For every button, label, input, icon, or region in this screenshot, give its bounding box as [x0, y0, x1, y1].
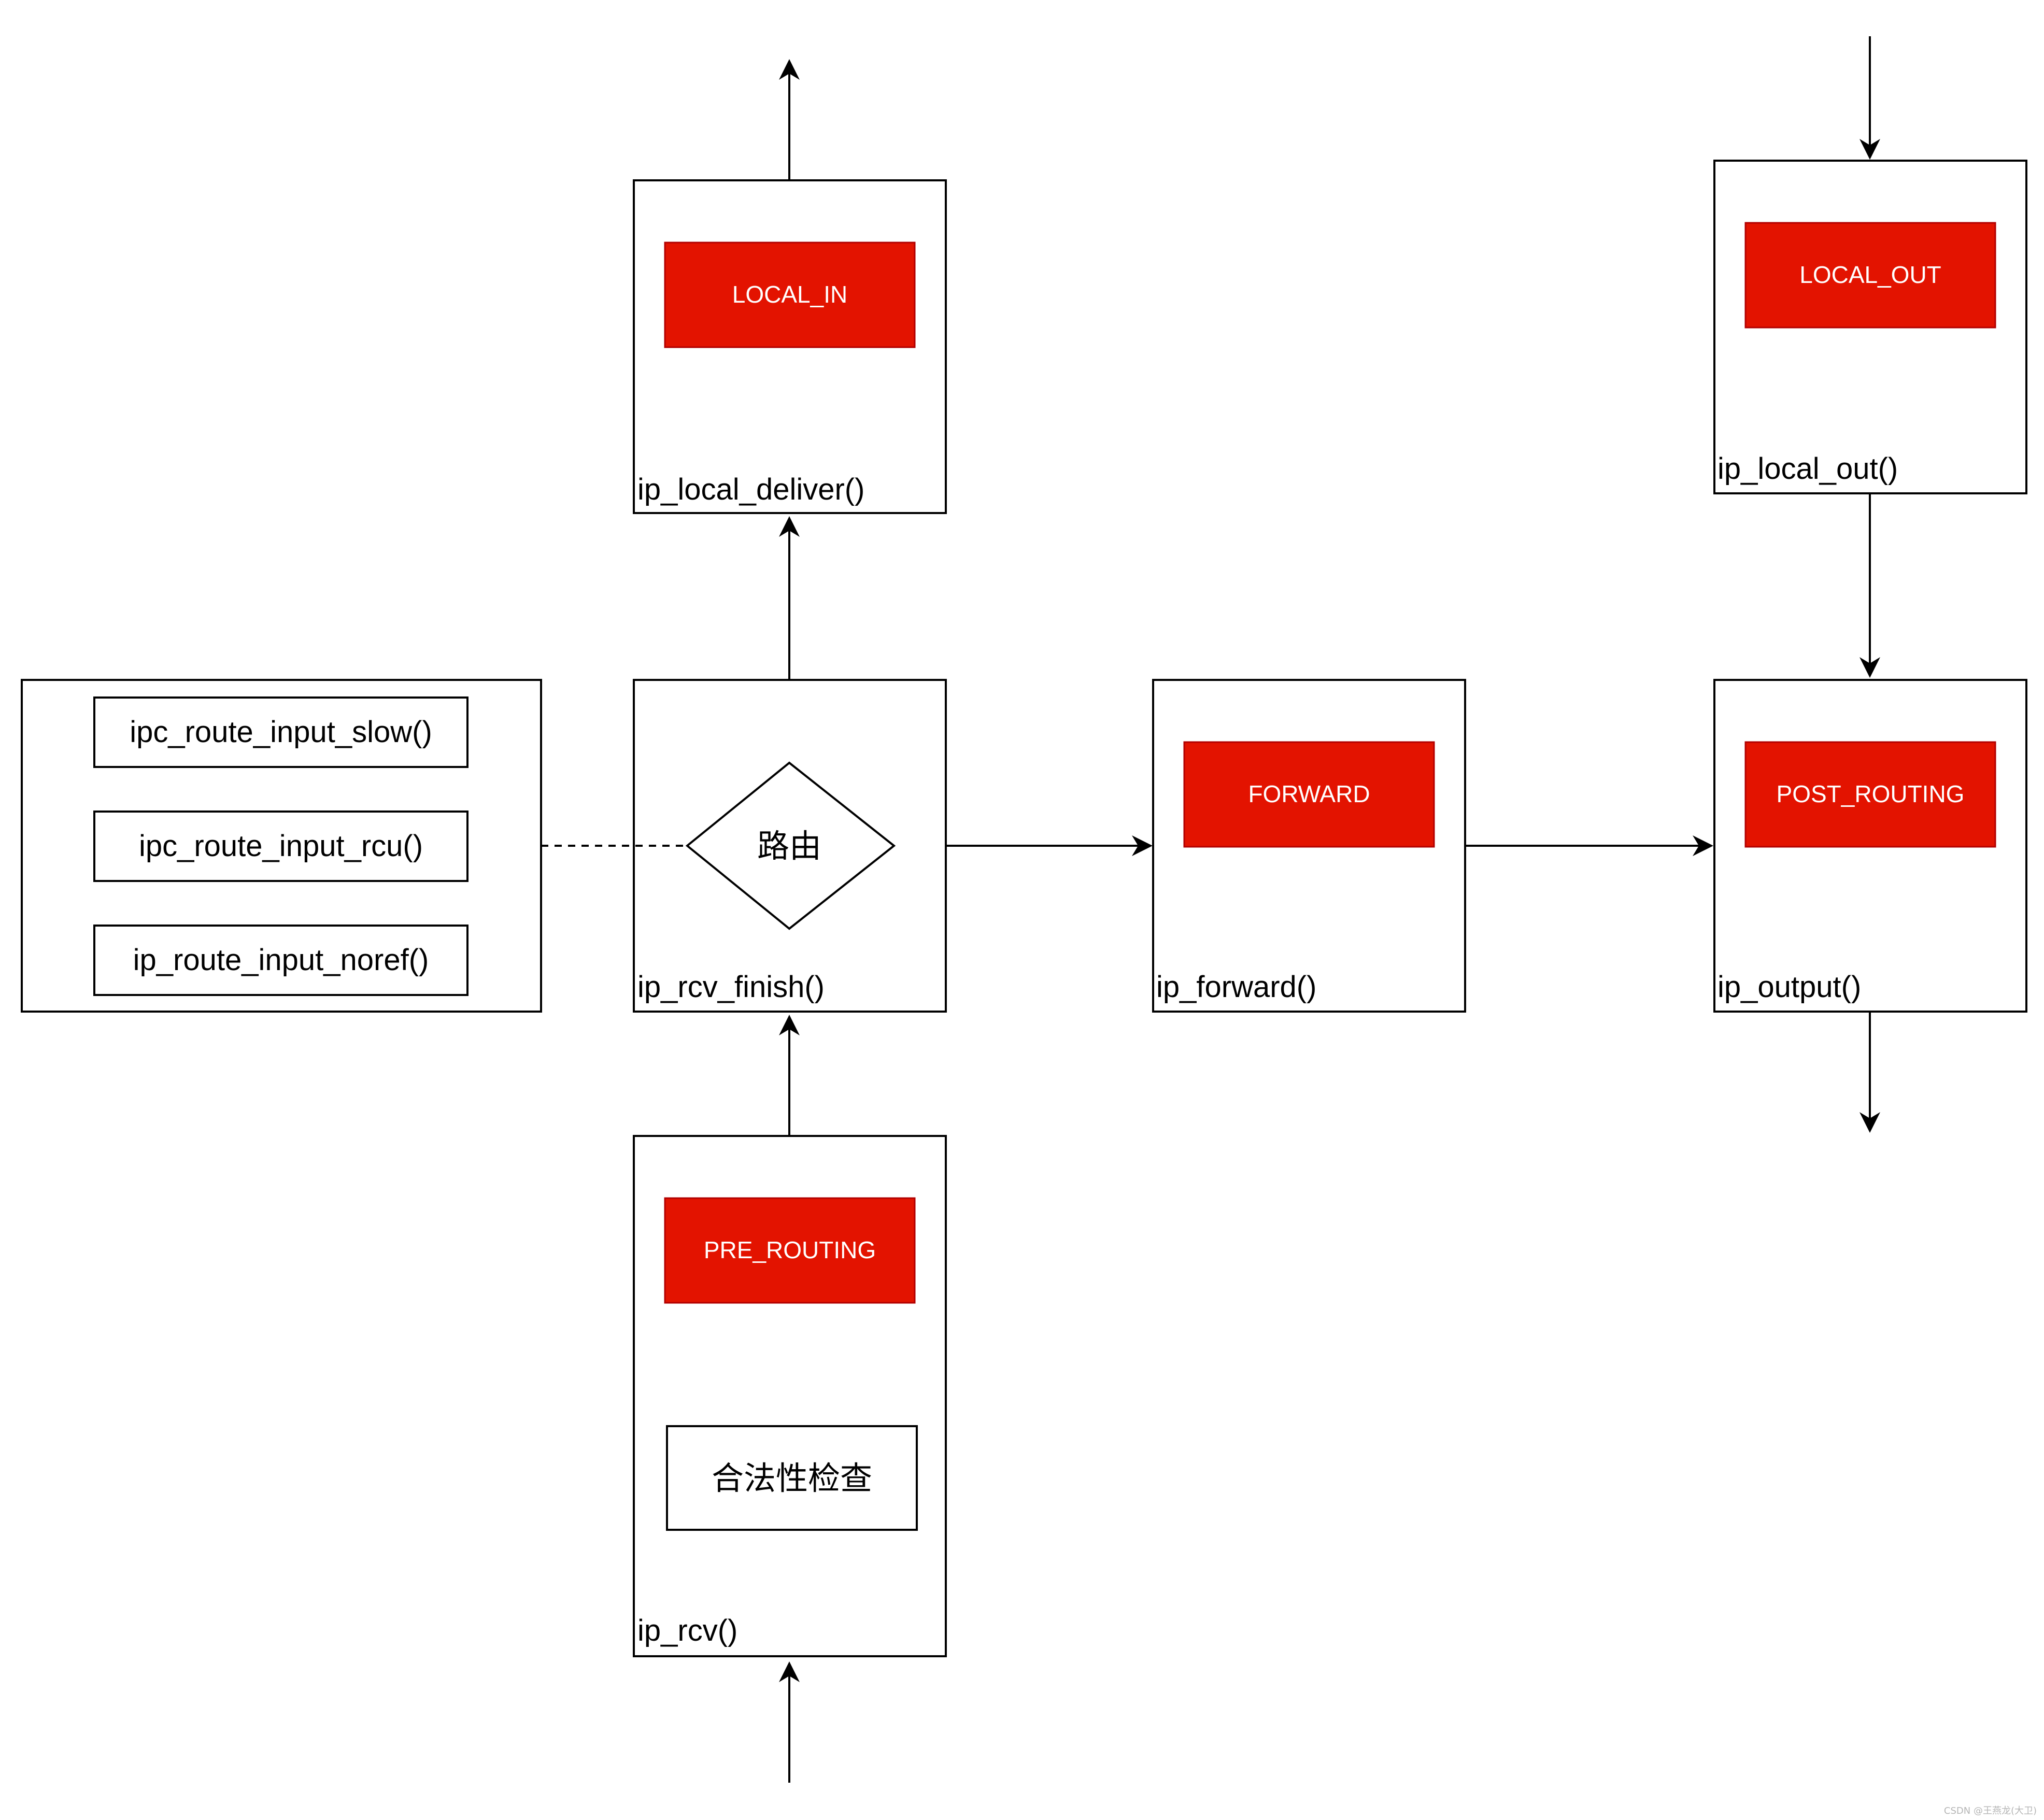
forward-label: FORWARD — [1248, 780, 1370, 807]
ipc-route-input-rcu-label: ipc_route_input_rcu() — [139, 829, 423, 863]
post-routing-hook — [1744, 741, 1996, 848]
routing-decision: 路由 — [685, 761, 896, 930]
local-out-hook — [1744, 222, 1996, 329]
validity-check-label: 合法性检查 — [712, 1459, 872, 1497]
local-in-label: LOCAL_IN — [732, 281, 847, 308]
ip-rcv-box: PRE_ROUTING 合法性检查 ip_rcv() — [633, 1135, 947, 1657]
ipc-route-input-slow-box — [93, 696, 469, 768]
pre-routing-label: PRE_ROUTING — [704, 1236, 876, 1263]
pre-routing-hook — [664, 1197, 916, 1304]
watermark: CSDN @王燕龙(大卫) — [1944, 1805, 2037, 1816]
ipc-route-input-slow-label: ipc_route_input_slow() — [130, 715, 432, 749]
local-out-label: LOCAL_OUT — [1799, 261, 1941, 288]
route-lookup-container: ipc_route_input_slow() ipc_route_input_r… — [21, 679, 542, 1013]
ip-local-out-box: LOCAL_OUT ip_local_out() — [1713, 160, 2027, 494]
local-in-hook — [664, 241, 916, 348]
post-routing-label: POST_ROUTING — [1777, 780, 1965, 807]
ip-local-deliver-label: ip_local_deliver() — [637, 473, 864, 506]
ip-rcv-finish-label: ip_rcv_finish() — [637, 970, 825, 1004]
ip-output-label: ip_output() — [1717, 970, 1861, 1004]
ip-route-input-noref-label: ip_route_input_noref() — [133, 943, 429, 977]
ip-output-box: POST_ROUTING ip_output() — [1713, 679, 2027, 1013]
ip-local-deliver-box: LOCAL_IN ip_local_deliver() — [633, 179, 947, 514]
forward-hook — [1183, 741, 1435, 848]
ip-forward-label: ip_forward() — [1156, 970, 1316, 1004]
ip-forward-box: FORWARD ip_forward() — [1152, 679, 1466, 1013]
ipc-route-input-rcu-box — [93, 811, 469, 882]
validity-check-box — [666, 1425, 918, 1531]
ip-route-input-noref-box — [93, 925, 469, 996]
ip-rcv-label: ip_rcv() — [637, 1614, 737, 1647]
routing-decision-label: 路由 — [757, 827, 821, 865]
ip-local-out-label: ip_local_out() — [1717, 452, 1898, 486]
